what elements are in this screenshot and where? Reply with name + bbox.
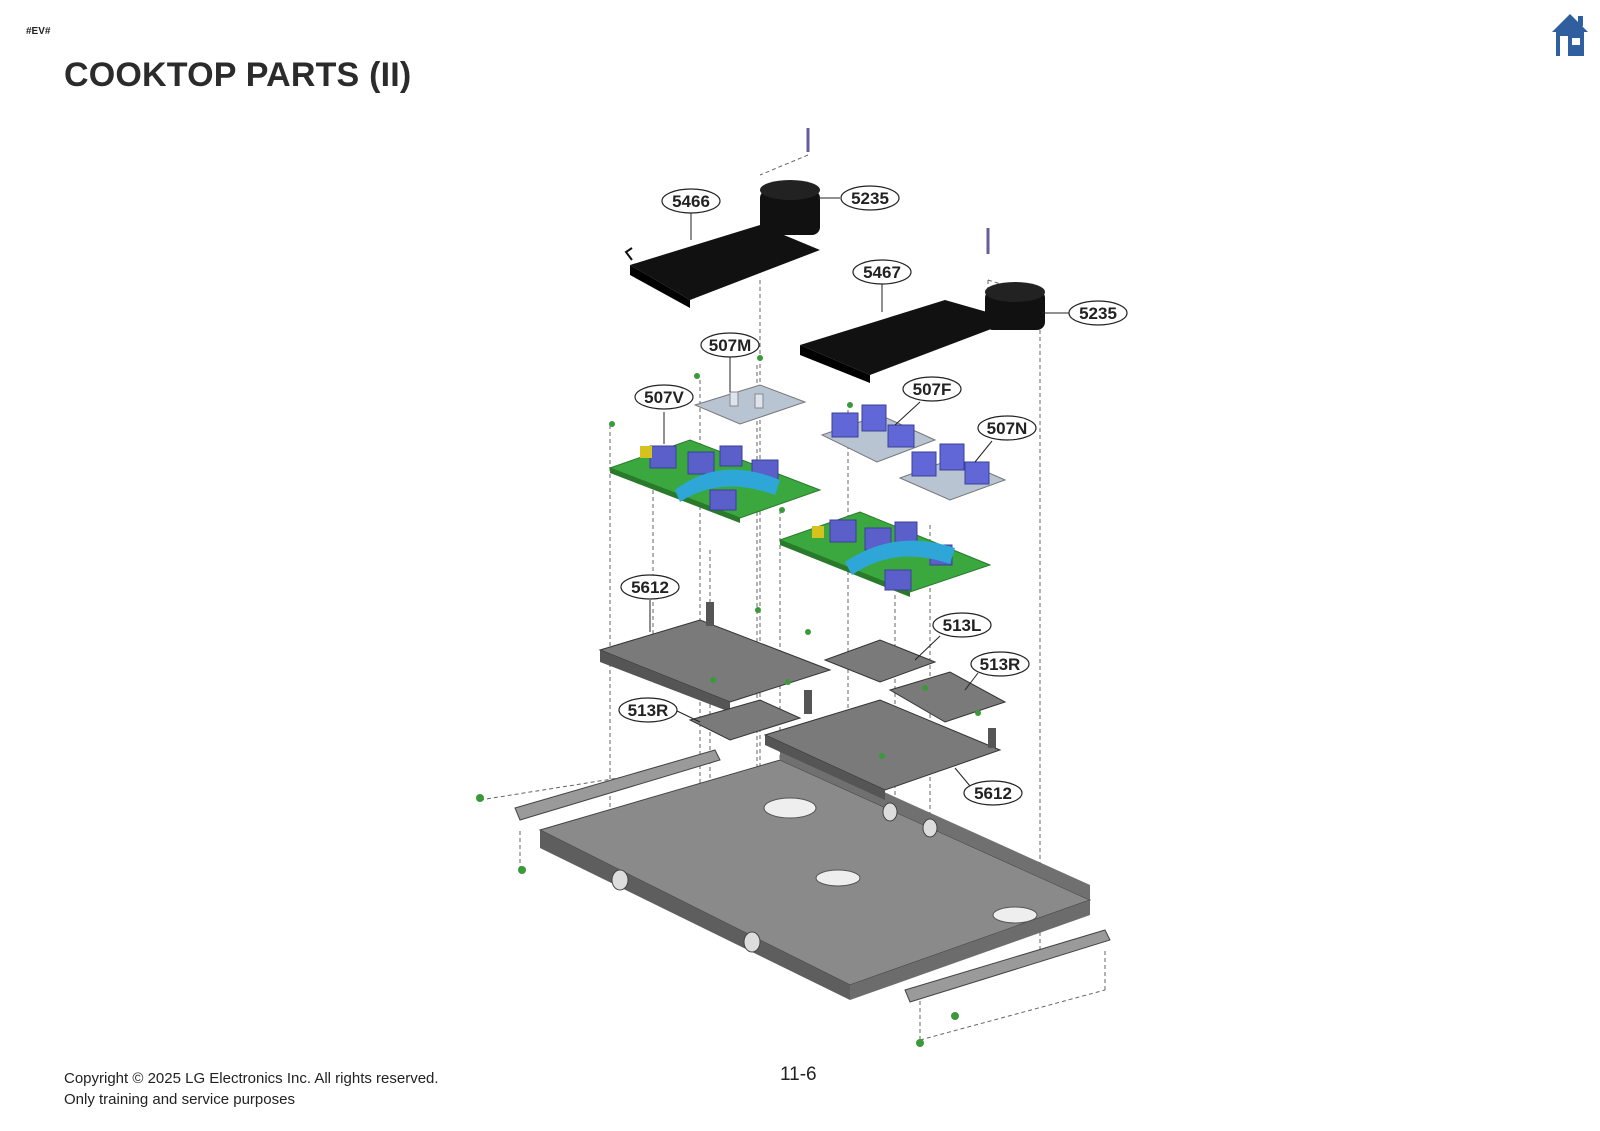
pcb-507v (608, 439, 822, 523)
callout-label: 5466 (672, 192, 710, 211)
callouts: 5466 5235 5467 5235 507M 507V 507F 507N 5612 513L… (618, 185, 1128, 806)
callout-oval (620, 574, 680, 600)
base-pan (538, 745, 1092, 1000)
callout-5612: 5612 (963, 780, 1023, 806)
callout-label: 5467 (863, 263, 901, 282)
callout-507v: 507V (634, 384, 694, 410)
copyright-line-1: Copyright © 2025 LG Electronics Inc. All… (64, 1070, 439, 1087)
leader-lines (649, 197, 1070, 787)
callout-513r: 513R (970, 651, 1030, 677)
callout-oval (661, 188, 721, 214)
callout-oval (634, 384, 694, 410)
callout-label: 507F (913, 380, 952, 399)
bracket-5466 (624, 180, 820, 308)
page-number: 11-6 (780, 1064, 817, 1085)
screws (476, 128, 990, 1047)
filter-board-507n (898, 443, 1007, 501)
callout-oval (852, 259, 912, 285)
callout-oval (618, 697, 678, 723)
callout-label: 507M (709, 336, 752, 355)
callout-5467: 5467 (852, 259, 912, 285)
callout-label: 5612 (974, 784, 1012, 803)
callout-oval (970, 651, 1030, 677)
document-tag: #EV# (26, 26, 51, 37)
callout-oval (840, 185, 900, 211)
callout-513r: 513R (618, 697, 678, 723)
callout-label: 507V (644, 388, 684, 407)
page-title: COOKTOP PARTS (II) (64, 56, 412, 94)
callout-label: 513R (980, 655, 1021, 674)
callout-oval (700, 332, 760, 358)
callout-label: 5612 (631, 578, 669, 597)
callout-label: 513R (628, 701, 669, 720)
home-icon[interactable] (1550, 12, 1590, 58)
side-rails (514, 749, 1111, 1003)
filter-board-507m (693, 384, 807, 425)
copyright-line-2: Only training and service purposes (64, 1091, 295, 1108)
callout-label: 513L (943, 616, 982, 635)
callout-5235: 5235 (840, 185, 900, 211)
bracket-5467 (800, 282, 1045, 383)
callout-label: 5235 (1079, 304, 1117, 323)
copyright-notice: Copyright © 2025 LG Electronics Inc. All… (64, 1068, 439, 1110)
callout-oval (1068, 300, 1128, 326)
callout-oval (977, 415, 1037, 441)
callout-507f: 507F (902, 376, 962, 402)
callout-5612: 5612 (620, 574, 680, 600)
callout-oval (963, 780, 1023, 806)
callout-label: 5235 (851, 189, 889, 208)
callout-5235: 5235 (1068, 300, 1128, 326)
callout-513l: 513L (932, 612, 992, 638)
trays (598, 602, 1007, 800)
pcb-right (778, 511, 992, 597)
callout-507n: 507N (977, 415, 1037, 441)
callout-oval (932, 612, 992, 638)
callout-oval (902, 376, 962, 402)
callout-507m: 507M (700, 332, 760, 358)
callout-5466: 5466 (661, 188, 721, 214)
filter-board-507f (820, 404, 937, 463)
callout-label: 507N (987, 419, 1028, 438)
